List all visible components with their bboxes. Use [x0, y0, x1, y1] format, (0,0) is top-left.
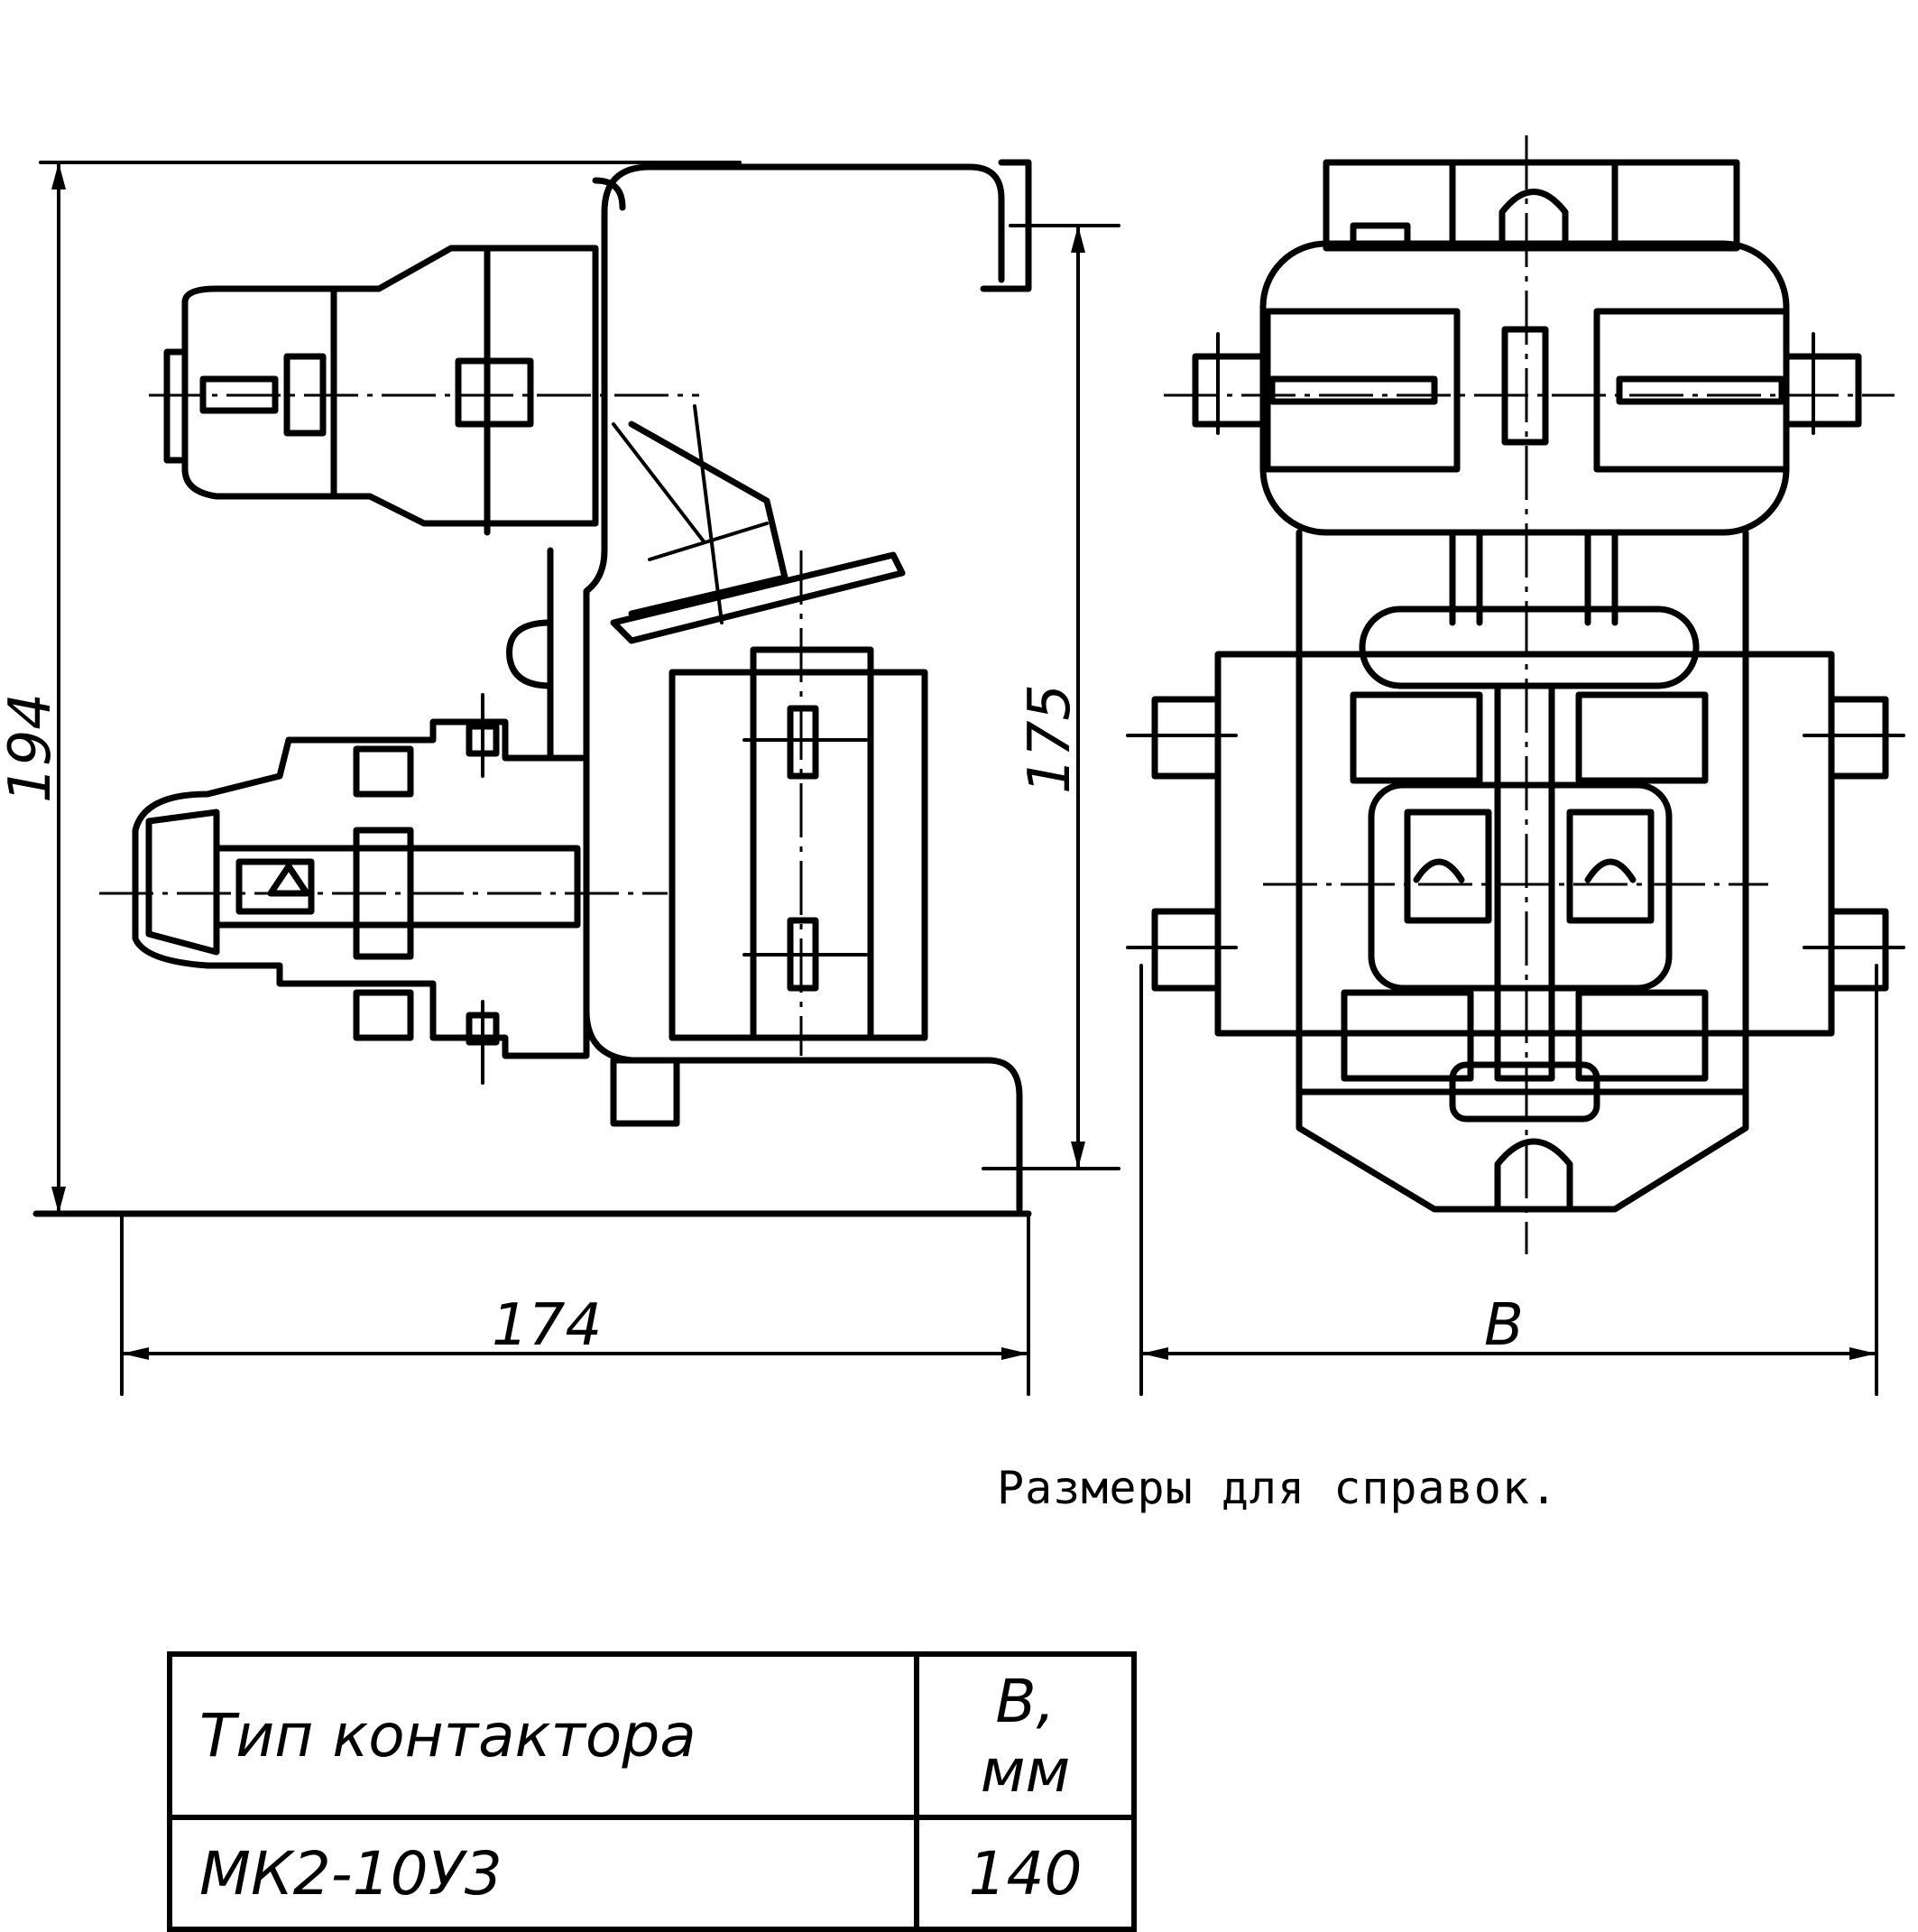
dim-194-label: 194: [0, 693, 64, 803]
side-view: 194 175 174: [0, 159, 1120, 1396]
dim-175-label: 175: [1017, 684, 1083, 794]
dim-b-label: B: [1484, 1292, 1524, 1359]
spec-table: Тип контактора B, мм МК2-10У3 140: [167, 1651, 1137, 1932]
table-row: МК2-10У3 140: [167, 1815, 1137, 1932]
cell-contactor-type: МК2-10У3: [167, 1815, 919, 1932]
cell-b-value: 140: [914, 1815, 1137, 1932]
header-contactor-type: Тип контактора: [167, 1651, 919, 1820]
reference-note: Размеры для справок.: [997, 1462, 1559, 1514]
table-header-row: Тип контактора B, мм: [167, 1651, 1137, 1820]
front-view: B: [1126, 135, 1905, 1396]
dim-174-label: 174: [492, 1292, 602, 1359]
header-b-mm: B, мм: [914, 1651, 1137, 1820]
